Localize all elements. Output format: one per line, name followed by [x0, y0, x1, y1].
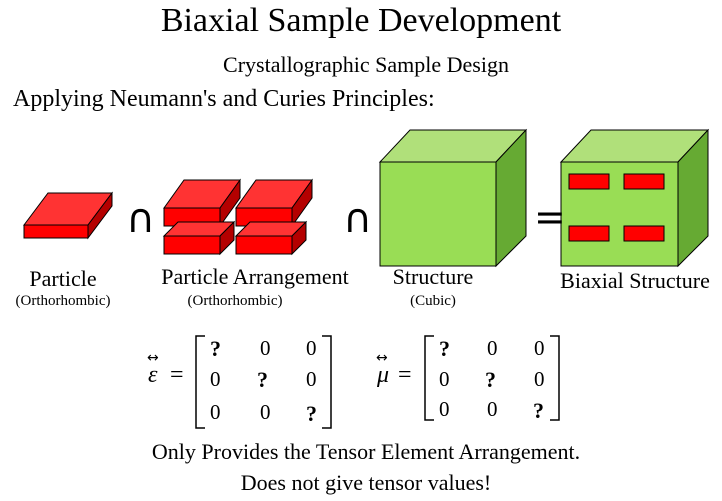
footer-line-2: Does not give tensor values! [240, 470, 492, 495]
equals-operator: = [534, 195, 566, 239]
page-title: Biaxial Sample Development [160, 2, 562, 39]
cubic-structure [378, 128, 528, 268]
epsilon-cell-22: ? [257, 367, 268, 392]
mu-cell-22: ? [485, 367, 496, 392]
structure-label: Structure [392, 264, 474, 289]
arrangement-slab-right-top [235, 178, 313, 228]
page-subtitle: Crystallographic Sample Design [223, 52, 509, 77]
epsilon-arrow: ↔ [147, 350, 159, 366]
particle-arrangement [162, 178, 313, 256]
mu-equals: = [398, 362, 412, 388]
intersection-operator-1: ∩ [126, 196, 156, 242]
mu-cell-32: 0 [487, 397, 498, 421]
particle-slab [23, 191, 113, 240]
arrangement-symmetry: (Orthorhombic) [187, 293, 283, 309]
mu-symbol: μ [377, 362, 390, 388]
mu-cell-21: 0 [439, 367, 450, 391]
mu-matrix-brackets [424, 335, 560, 421]
epsilon-cell-12: 0 [260, 336, 271, 360]
arrangement-slab-left-bottom [162, 220, 236, 256]
intersection-operator-2: ∩ [343, 196, 373, 242]
mu-cell-33: ? [533, 398, 544, 423]
epsilon-cell-11: ? [210, 336, 221, 361]
mu-cell-11: ? [439, 336, 450, 361]
epsilon-cell-32: 0 [260, 400, 271, 424]
epsilon-cell-21: 0 [210, 367, 221, 391]
arrangement-slab-right-bottom [234, 220, 308, 256]
mu-cell-31: 0 [439, 397, 450, 421]
epsilon-cell-33: ? [306, 401, 317, 426]
footer-line-1: Only Provides the Tensor Element Arrange… [151, 439, 581, 464]
particle-label: Particle [29, 266, 97, 291]
epsilon-cell-13: 0 [306, 336, 317, 360]
mu-cell-23: 0 [534, 367, 545, 391]
epsilon-symbol: ε [148, 362, 158, 388]
epsilon-cell-23: 0 [306, 367, 317, 391]
particle-symmetry: (Orthorhombic) [15, 293, 111, 309]
epsilon-matrix-brackets [195, 335, 332, 429]
structure-symmetry: (Cubic) [410, 293, 456, 309]
biaxial-structure-label: Biaxial Structure [560, 268, 710, 293]
epsilon-cell-31: 0 [210, 400, 221, 424]
arrangement-label: Particle Arrangement [161, 264, 349, 289]
mu-arrow: ↔ [376, 350, 388, 366]
epsilon-equals: = [170, 362, 184, 388]
mu-cell-12: 0 [487, 336, 498, 360]
principles-heading: Applying Neumann's and Curies Principles… [13, 86, 435, 112]
arrangement-slab-left-top [163, 178, 241, 228]
biaxial-structure [559, 128, 710, 268]
mu-cell-13: 0 [534, 336, 545, 360]
